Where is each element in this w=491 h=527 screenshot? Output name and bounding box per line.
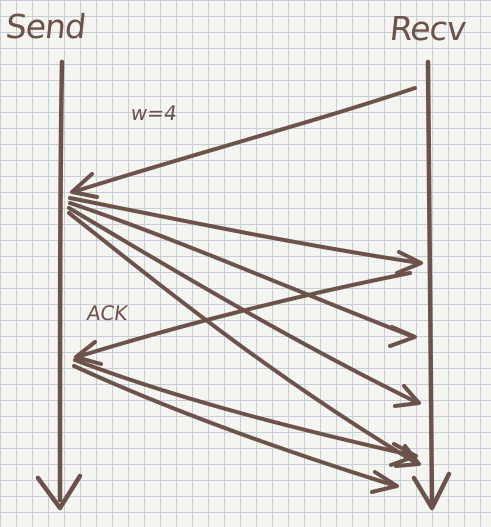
data-arrow-2	[68, 201, 416, 339]
ack-arrow	[75, 271, 412, 359]
receiver-lifeline	[425, 59, 435, 508]
data-arrow-4	[67, 211, 420, 466]
data-arrowhead-5	[389, 442, 418, 467]
window-arrow	[71, 86, 417, 194]
sender-lifeline-arrowhead	[35, 473, 83, 511]
data-arrowhead-1	[395, 250, 423, 275]
receiver-lifeline-arrowhead	[411, 471, 452, 511]
ack-arrowhead	[74, 340, 103, 366]
data-arrow-3	[67, 206, 420, 405]
data-arrowhead-2	[388, 325, 417, 348]
message-arrows	[67, 86, 423, 494]
ack-label: ACK	[85, 301, 130, 325]
window-arrowhead	[70, 172, 99, 199]
data-arrow-1	[68, 196, 422, 265]
data-arrowhead-3	[393, 384, 421, 408]
sender-label: Send	[3, 7, 88, 46]
lifelines	[35, 59, 452, 511]
window-size-label: w=4	[129, 101, 179, 125]
data-arrow-5	[73, 358, 417, 458]
data-arrow-6	[72, 364, 398, 488]
receiver-label: Recv	[387, 9, 468, 48]
data-arrowhead-6	[370, 470, 399, 494]
sender-lifeline	[57, 59, 65, 503]
